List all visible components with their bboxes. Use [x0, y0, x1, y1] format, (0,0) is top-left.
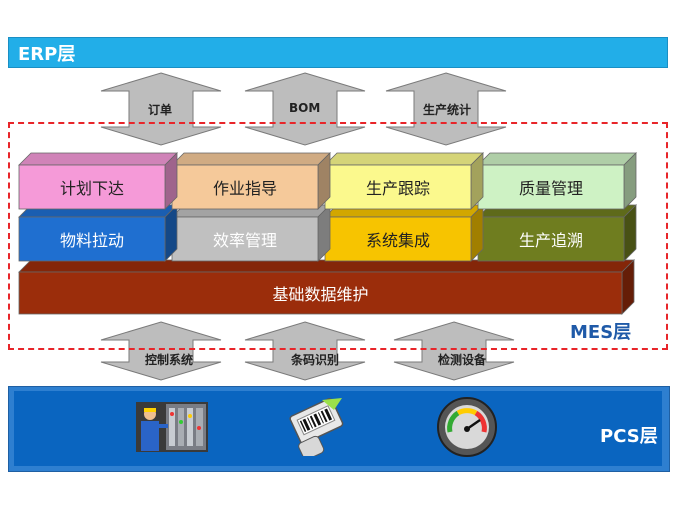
- arrow-label-order: 订单: [148, 103, 173, 117]
- row1-block-2-top: [324, 152, 484, 166]
- arrow-control-system: [100, 321, 222, 381]
- mes-layer-label: MES层: [570, 322, 632, 343]
- row2-block-3-face: [477, 216, 625, 262]
- module-plan-release: 计划下达: [59, 179, 124, 198]
- arrow-inspection: [393, 321, 515, 381]
- mes-layer-box: [8, 122, 668, 350]
- module-efficiency-management: 效率管理: [212, 231, 277, 250]
- arrow-barcode: [244, 321, 366, 381]
- row1-block-1-top: [171, 152, 331, 166]
- module-work-instruction: 作业指导: [212, 179, 277, 198]
- arrow-label-control-system: 控制系统: [145, 353, 194, 367]
- control-system-icon: [136, 402, 208, 452]
- row1-block-0-top: [18, 152, 178, 166]
- arrow-label-production-stats: 生产统计: [423, 103, 472, 117]
- module-system-integration: 系统集成: [365, 231, 430, 250]
- gauge-icon: [437, 397, 497, 457]
- arrow-label-barcode: 条码识别: [291, 353, 340, 367]
- base-data-maintenance: 基础数据维护: [272, 285, 369, 304]
- arrow-label-bom: BOM: [289, 101, 321, 115]
- row2-block-0-face: [18, 216, 166, 262]
- module-quality-management: 质量管理: [518, 179, 583, 198]
- arrow-order: [100, 72, 222, 146]
- row1-block-3-top: [477, 152, 637, 166]
- pcs-layer-label: PCS层: [600, 426, 658, 447]
- module-production-tracking: 生产跟踪: [365, 179, 430, 198]
- base-block-face: [18, 271, 623, 315]
- barcode-scanner-icon: [289, 398, 344, 456]
- module-production-traceability: 生产追溯: [518, 231, 583, 250]
- module-material-pull: 物料拉动: [59, 231, 124, 250]
- arrow-production-stats: [385, 72, 507, 146]
- arrow-bom: [244, 72, 366, 146]
- arrow-label-inspection: 检测设备: [438, 353, 487, 367]
- row1-block-3-face: [477, 164, 625, 210]
- erp-layer-label: ERP层: [18, 44, 76, 65]
- row2-block-1-face: [171, 216, 319, 262]
- base-block-top: [18, 259, 635, 273]
- erp-layer-bar: [8, 37, 668, 68]
- row1-block-0-face: [18, 164, 166, 210]
